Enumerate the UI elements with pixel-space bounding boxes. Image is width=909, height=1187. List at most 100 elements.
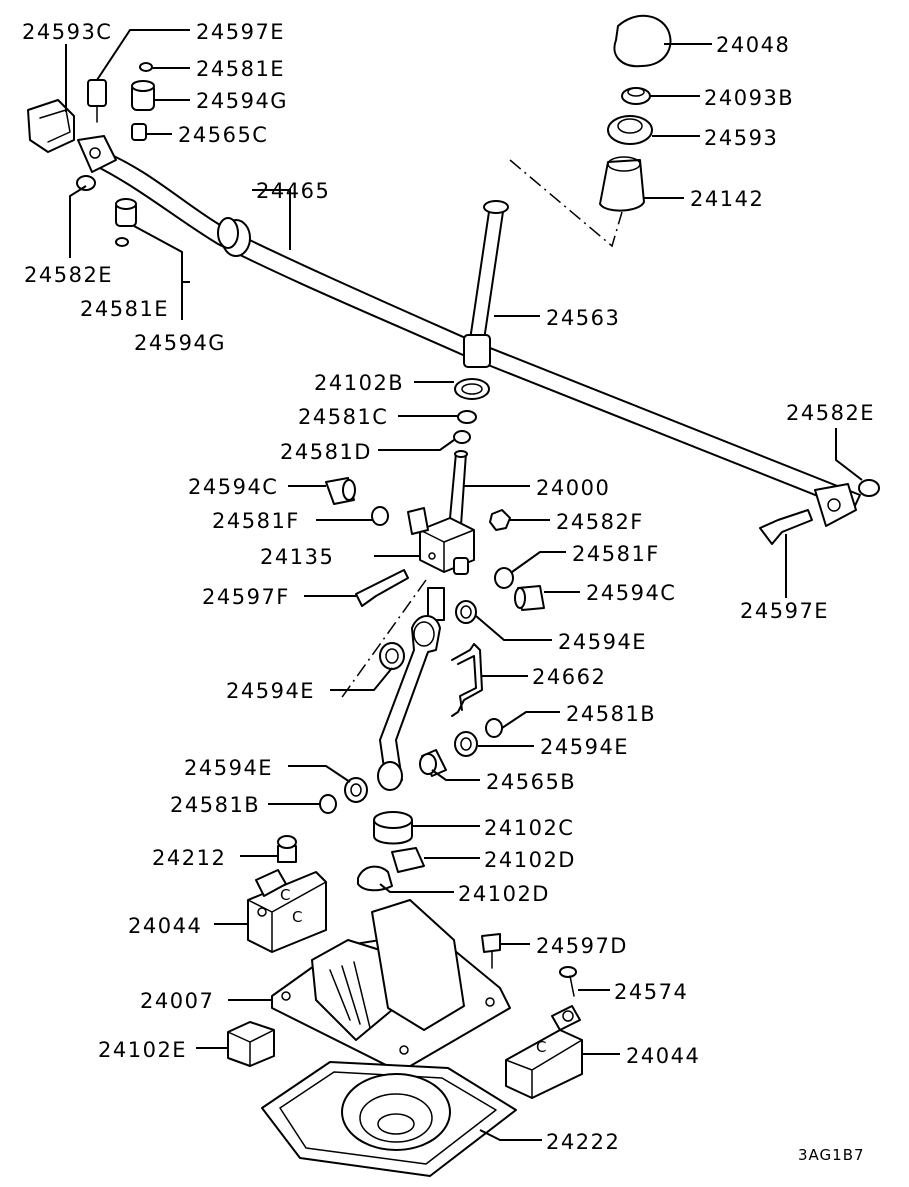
bushing-24594E-left (379, 642, 405, 670)
part-label: 24581F (212, 509, 300, 533)
collar-24565C (131, 123, 147, 141)
lever-24563 (463, 200, 509, 368)
bracket-24044-right (505, 1005, 583, 1099)
bolt-24597D (481, 933, 501, 969)
shift-link (377, 587, 445, 791)
part-label: 24102D (458, 882, 550, 906)
part-label: 24597E (196, 20, 285, 44)
bracket-24102E (227, 1021, 275, 1067)
bolt-24597E-right (759, 509, 813, 545)
rod-end-right (814, 483, 857, 527)
part-label: 24563 (546, 306, 620, 330)
bracket-mark: C (292, 908, 303, 926)
part-label: 24594E (558, 630, 647, 654)
part-label: 24594E (226, 679, 315, 703)
end-cap-24593C (27, 99, 75, 153)
part-label: 24582E (24, 263, 113, 287)
ring-24581B-right (485, 718, 503, 738)
bushing-24594C-left (325, 477, 356, 505)
boot-24142 (599, 156, 645, 212)
bushing-24594G-top (131, 80, 155, 111)
part-label: 24581B (170, 793, 260, 817)
part-label: 24565C (178, 123, 268, 147)
part-label: 24593 (704, 126, 778, 150)
part-label: 24594E (184, 756, 273, 780)
washer-24581E-lower (115, 237, 129, 247)
shift-knob-24048 (613, 14, 672, 68)
bushing-24102D-top (391, 847, 425, 873)
part-label: 24142 (690, 187, 764, 211)
diagram-code: 3AG1B7 (798, 1146, 865, 1164)
washer-24581E-top (139, 62, 153, 72)
part-label: 24662 (532, 665, 606, 689)
housing-24135 (407, 507, 475, 575)
ring-24581F-left (371, 506, 389, 526)
part-label: 24582E (786, 401, 875, 425)
link-axis-line (339, 579, 427, 701)
part-label: 24593C (22, 20, 112, 44)
ring-24102B (454, 378, 490, 400)
bushing-24594G-lower (115, 198, 137, 227)
part-label: 24574 (614, 980, 688, 1004)
bracket-mark: C (536, 1038, 547, 1056)
part-label: 24594C (188, 475, 278, 499)
clip-24662 (451, 643, 483, 717)
part-label: 24102E (98, 1038, 187, 1062)
leader-lines (65, 29, 863, 1141)
bushing-24594E-lower (344, 777, 368, 803)
part-label: 24044 (626, 1044, 700, 1068)
ring-24581D (453, 430, 471, 444)
nut-24212 (277, 835, 297, 863)
bolt-24597E-top (87, 79, 107, 123)
part-label: 24597F (202, 585, 290, 609)
part-label: 24582F (556, 510, 644, 534)
ring-24581B-left (319, 794, 337, 814)
part-label: 24581E (80, 297, 169, 321)
part-label: 24212 (152, 846, 226, 870)
ring-24593 (607, 115, 653, 145)
bushing-24102D-bottom (357, 865, 393, 892)
bushing-24594E-right (454, 731, 478, 757)
part-label: 24594E (540, 735, 629, 759)
part-label: 24465 (256, 179, 330, 203)
bushing-24594C-right (514, 585, 545, 611)
part-label: 24000 (536, 476, 610, 500)
part-label: 24581F (572, 542, 660, 566)
gasket-plate-24222 (261, 1061, 517, 1177)
ring-24581C (457, 410, 477, 424)
part-label: 24597E (740, 599, 829, 623)
part-label: 24102B (314, 371, 404, 395)
part-label: 24581E (196, 57, 285, 81)
part-label: 24597D (536, 934, 628, 958)
part-label: 24565B (486, 770, 576, 794)
collar-24565B (419, 749, 447, 777)
rod-end-clevis (77, 135, 117, 173)
bushing-24594E-center (455, 600, 477, 624)
part-label: 24222 (546, 1130, 620, 1154)
nut-24582E-right (858, 479, 880, 497)
part-label: 24135 (260, 545, 334, 569)
screw-24574 (559, 966, 577, 997)
part-label: 24594C (586, 581, 676, 605)
part-label: 24594G (196, 89, 288, 113)
part-label: 24093B (704, 86, 794, 110)
bracket-24044-left (247, 869, 327, 953)
part-label: 24581B (566, 702, 656, 726)
part-label: 24581D (280, 440, 372, 464)
base-housing-24007 (271, 899, 511, 1073)
part-label: 24102D (484, 848, 576, 872)
part-label: 24048 (716, 33, 790, 57)
nut-24582E-left (76, 175, 96, 191)
bolt-24597F (355, 569, 409, 607)
bracket-mark: C (280, 886, 291, 904)
knob-axis-line (509, 159, 623, 248)
cap-24093B (621, 87, 651, 105)
part-label: 24044 (128, 914, 202, 938)
part-label: 24102C (484, 816, 574, 840)
part-label: 24594G (134, 331, 226, 355)
nut-24582F (489, 509, 511, 531)
bushing-24102C (373, 811, 413, 845)
part-label: 24007 (140, 989, 214, 1013)
part-label: 24581C (298, 405, 388, 429)
